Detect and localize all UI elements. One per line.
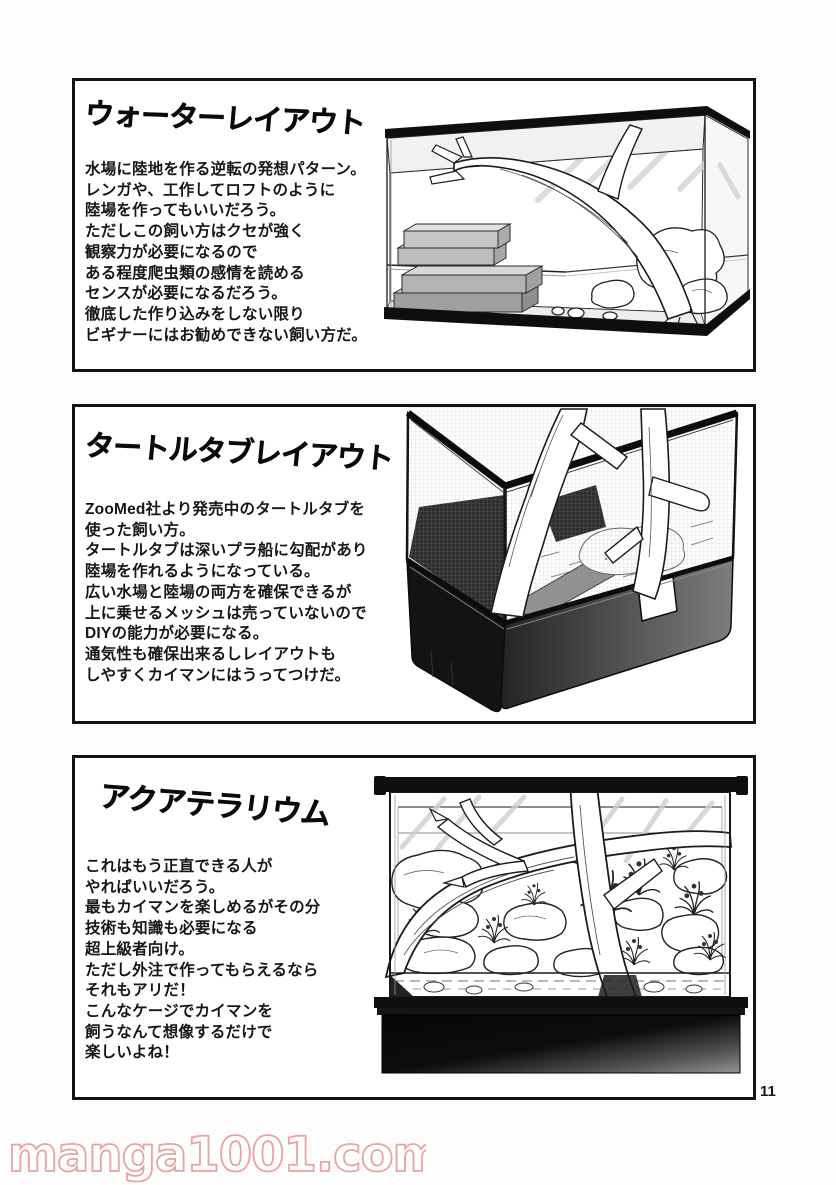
tank-stand [374,997,748,1074]
text-line: ただし外注で作ってもらえるなら [85,961,319,979]
aquaterrarium-illustration [374,776,748,1074]
turtle-tub-illustration [405,407,739,713]
panel-title: ウォーターレイアウト [83,98,366,140]
watermark-text: manga1001.com [8,1127,426,1183]
panel-text: ZooMed社より発売中のタートルタブを 使った飼い方。 タートルタブは深いプラ… [85,500,368,686]
text-line: 楽しいよね！ [85,1044,179,1062]
text-line: 陸場を作れるようになっている。 [85,563,320,581]
tank-rims [384,106,750,336]
text-line: それもアリだ！ [85,982,195,1000]
panel-title: タートルタブレイアウト [83,430,394,476]
water-zone [390,972,730,997]
text-line: ただしこの飼い方はクセが強く [85,223,305,241]
text-line: 広い水場と陸場の両方を確保できるが [85,583,352,601]
text-line: ビギナーにはお勧めできない飼い方だ。 [85,326,368,344]
text-line: 陸場を作ってもいいだろう。 [85,202,286,220]
text-line: 使った飼い方。 [85,521,195,539]
text-line: 観察力が必要になるので [85,243,258,261]
panel-text: これはもう正直できる人が やればいいだろう。 最もカイマンを楽しめるがその分 技… [85,857,321,1064]
text-line: 水場に陸地を作る逆転の発想パターン。 [85,161,366,178]
panel-title: アクアテラリウム [97,780,332,831]
text-line: 徹底した作り込みをしない限り [85,305,305,323]
text-line: レンガや、工作してロフトのように [85,181,336,199]
page-number: 11 [760,1083,776,1100]
text-line: しやすくカイマンにはうってつけだ。 [85,666,351,684]
tank-top-rim [374,776,748,795]
watermark: manga1001.com [7,1126,426,1184]
panel-turtle-tub-layout: タートルタブレイアウト ZooMed社より発売中のタートルタブを 使った飼い方。… [72,404,756,724]
mesh-right-face [504,411,739,625]
mesh-left-face [405,411,506,625]
water-layout-illustration [384,106,750,336]
text-line: センスが必要になるだろう。 [85,285,287,303]
driftwood-branches [490,408,710,618]
text-line: これはもう正直できる人が [85,858,273,875]
driftwood-branch-main [384,798,732,979]
panel-text: 水場に陸地を作る逆転の発想パターン。 レンガや、工作してロフトのように 陸場を作… [85,160,367,346]
text-line: 通気性も確保出来るしレイアウトも [85,645,337,663]
text-line: 飼うなんて想像するだけで [85,1023,273,1041]
text-line: 技術も知識も必要になる [85,920,258,938]
text-line: タートルタブは深いプラ船に勾配があり [85,542,368,560]
panel-aquaterrarium: アクアテラリウム これはもう正直できる人が やればいいだろう。 最もカイマンを楽… [72,755,756,1100]
text-line: ある程度爬虫類の感情を読める [85,264,305,282]
text-line: ZooMed社より発売中のタートルタブを [85,501,366,518]
panel-water-layout: ウォーターレイアウト 水場に陸地を作る逆転の発想パターン。 レンガや、工作してロ… [72,78,756,372]
text-line: こんなケージでカイマンを [85,1002,274,1020]
text-line: 上に乗せるメッシュは売っていないので [85,604,367,622]
text-line: 超上級者向け。 [85,940,195,958]
text-line: やればいいだろう。 [85,878,225,896]
brick-stack-lower [392,265,544,313]
driftwood-branch [429,124,699,332]
brick-stack-upper [396,223,512,266]
text-line: DIYの能力が必要になる。 [85,625,269,643]
text-line: 最もカイマンを楽しめるがその分 [85,899,321,917]
